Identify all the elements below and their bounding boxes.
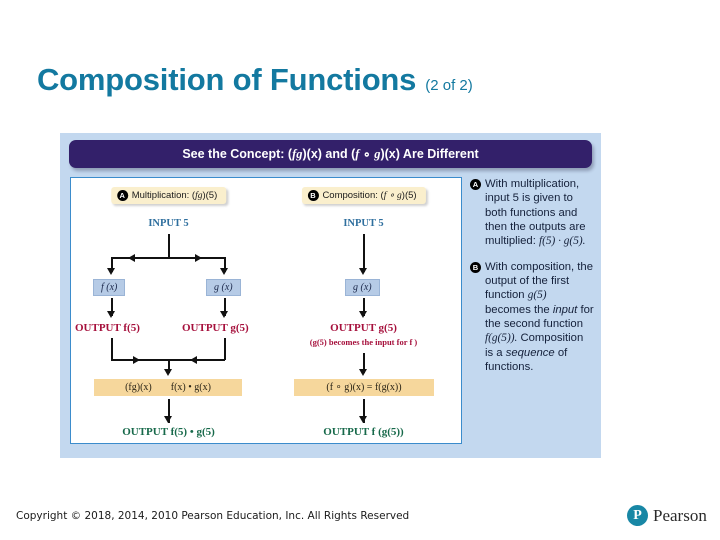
connector-b-final <box>363 399 365 423</box>
note-b-text: With composition, the output of the firs… <box>485 260 594 375</box>
arrow-a-final-icon <box>164 416 172 423</box>
note-b-em1: input <box>552 303 578 316</box>
banner-mid2: )(x) Are Different <box>380 147 479 161</box>
function-box-g-composition: g (x) <box>345 279 380 296</box>
flow-column-composition: B Composition: (f ∘ g)(5) INPUT 5 g (x) … <box>266 178 461 443</box>
note-b-badge-icon: B <box>470 261 481 273</box>
copyright-text: Copyright © 2018, 2014, 2010 Pearson Edu… <box>16 510 410 522</box>
column-a-output-f: OUTPUT f(5) <box>75 322 140 334</box>
cap-a-fn: fg <box>195 191 203 201</box>
connector-a-merge-left <box>111 338 113 360</box>
column-a-input-label: INPUT 5 <box>148 218 189 229</box>
banner-mid1: )(x) and ( <box>302 147 356 161</box>
column-b-input-label: INPUT 5 <box>343 218 384 229</box>
column-b-result-box: (f ∘ g)(x) = f(g(x)) <box>294 379 434 396</box>
arrow-b-result-down-icon <box>359 369 367 376</box>
note-b-part2: becomes the <box>485 303 553 316</box>
note-a-math: f(5) · g(5). <box>539 235 586 248</box>
page-title-main: Composition of Functions <box>37 62 417 97</box>
column-b-note: (g(5) becomes the input for f ) <box>309 337 418 347</box>
cap-a-prefix: Multiplication: ( <box>131 190 196 201</box>
note-a: A With multiplication, input 5 is given … <box>470 177 594 249</box>
note-b-part3: for the second function <box>485 303 594 331</box>
arrow-a-split-right-icon <box>195 254 202 262</box>
connector-a-final <box>168 399 170 423</box>
connector-b-note-to-result <box>363 353 365 373</box>
arrow-a-right-down-icon <box>220 268 228 275</box>
function-box-g: g (x) <box>206 279 241 296</box>
note-a-body: With multiplication, input 5 is given to… <box>485 178 586 248</box>
note-b-part1: With composition, the output of the firs… <box>485 260 593 302</box>
column-b-caption: B Composition: (f ∘ g)(5) <box>301 187 426 204</box>
column-a-final-output: OUTPUT f(5) • g(5) <box>122 426 215 438</box>
column-b-final-output: OUTPUT f (g(5)) <box>323 426 404 438</box>
column-a-caption-text: Multiplication: (fg)(5) <box>132 190 218 201</box>
cap-b-prefix: Composition: ( <box>322 190 384 201</box>
arrow-a-merge-left-icon <box>190 356 197 364</box>
arrow-a-merge-down-icon <box>164 369 172 376</box>
connector-a-merge-right <box>224 338 226 360</box>
badge-b-icon: B <box>307 190 319 201</box>
note-a-text: With multiplication, input 5 is given to… <box>485 177 594 249</box>
result-a-left: (fg)(x) <box>125 382 152 393</box>
column-a-caption: A Multiplication: (fg)(5) <box>110 187 227 204</box>
cap-b-suffix: )(5) <box>401 190 417 201</box>
connector-b-g-to-output <box>363 298 365 316</box>
connector-a-left-drop <box>111 257 113 272</box>
note-b: B With composition, the output of the fi… <box>470 260 594 375</box>
connector-a-merge-down <box>168 359 170 373</box>
arrow-a-left-down-icon <box>107 268 115 275</box>
arrow-a-merge-right-icon <box>133 356 140 364</box>
connector-a-g-to-output <box>224 298 226 316</box>
arrow-b-input-down-icon <box>359 268 367 275</box>
cap-b-fn: f ∘ g <box>383 191 402 201</box>
banner-fg: fg <box>292 147 303 161</box>
arrow-a-f-output-icon <box>107 311 115 318</box>
connector-a-split-bar <box>111 257 225 259</box>
column-a-result-box: (fg)(x) f(x) • g(x) <box>94 379 242 396</box>
figure-banner-title: See the Concept: (fg)(x) and (f ∘ g)(x) … <box>182 146 478 162</box>
page-title-counter: (2 of 2) <box>425 77 473 94</box>
arrow-a-split-left-icon <box>128 254 135 262</box>
note-a-badge-icon: A <box>470 179 481 190</box>
connector-a-stem <box>168 234 170 258</box>
cap-a-suffix: )(5) <box>202 190 218 201</box>
connector-a-f-to-output <box>111 298 113 316</box>
column-a-output-g: OUTPUT g(5) <box>182 322 249 334</box>
pearson-wordmark: Pearson <box>653 505 707 525</box>
banner-ring: ∘ <box>359 147 375 161</box>
figure-banner: See the Concept: (fg)(x) and (f ∘ g)(x) … <box>69 140 592 168</box>
result-a-right: f(x) • g(x) <box>170 382 211 393</box>
arrow-b-g-output-icon <box>359 311 367 318</box>
note-b-part5: of functions. <box>485 346 568 374</box>
note-b-em2: sequence <box>505 346 555 359</box>
note-b-part4: Composition is a <box>485 332 584 359</box>
note-b-math1: g(5) <box>527 289 547 302</box>
banner-f: f <box>355 147 360 161</box>
page-title: Composition of Functions (2 of 2) <box>37 62 473 98</box>
connector-a-right-drop <box>224 257 226 272</box>
badge-a-icon: A <box>116 190 128 201</box>
pearson-p-icon: P <box>627 505 648 526</box>
banner-prefix: See the Concept: ( <box>182 147 293 161</box>
arrow-b-final-icon <box>359 416 367 423</box>
figure-notes: A With multiplication, input 5 is given … <box>470 177 594 444</box>
pearson-logo: P Pearson <box>627 505 707 526</box>
note-b-math2: f(g(5)). <box>485 332 518 345</box>
arrow-a-g-output-icon <box>220 311 228 318</box>
column-b-output-g: OUTPUT g(5) <box>330 322 397 334</box>
banner-g: g <box>374 147 381 161</box>
flow-column-multiplication: A Multiplication: (fg)(5) INPUT 5 f (x) … <box>71 178 266 443</box>
connector-b-input-to-g <box>363 234 365 272</box>
column-b-caption-text: Composition: (f ∘ g)(5) <box>322 190 416 201</box>
figure-panel: A Multiplication: (fg)(5) INPUT 5 f (x) … <box>70 177 462 444</box>
function-box-f: f (x) <box>93 279 126 296</box>
concept-figure: See the Concept: (fg)(x) and (f ∘ g)(x) … <box>60 133 601 458</box>
